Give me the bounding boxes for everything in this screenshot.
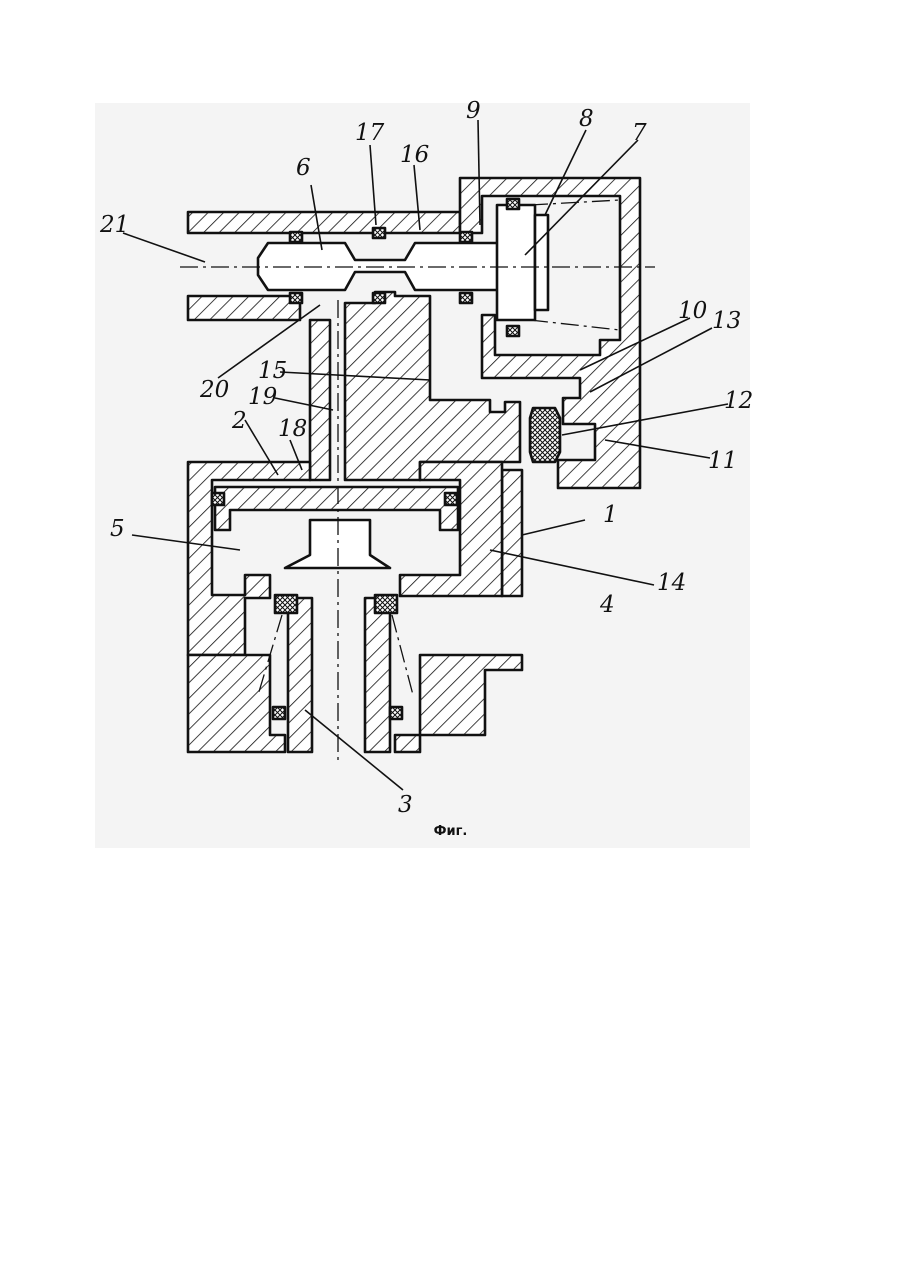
piston-7-face	[535, 215, 548, 310]
part-label-10: 10	[678, 298, 707, 324]
part-label-14: 14	[657, 570, 686, 596]
housing-mid-wall	[188, 296, 300, 320]
seal	[273, 707, 285, 719]
seal	[507, 326, 519, 336]
seal	[290, 232, 302, 242]
part-label-20: 20	[199, 377, 229, 403]
part-label-3: 3	[398, 792, 413, 818]
seal	[460, 232, 472, 242]
part-label-13: 13	[712, 308, 741, 334]
seal	[460, 293, 472, 303]
inlet-pipe	[288, 598, 312, 752]
part-label-17: 17	[355, 120, 385, 146]
inlet-pipe-right	[365, 598, 390, 752]
valve-12	[530, 408, 560, 462]
seal	[445, 493, 457, 505]
part-label-5: 5	[110, 516, 125, 542]
seal	[373, 228, 385, 238]
seal	[390, 707, 402, 719]
part-label-2: 2	[231, 408, 247, 434]
base-block	[188, 655, 285, 752]
seal	[507, 199, 519, 209]
part-label-4: 4	[599, 592, 615, 618]
part-label-12: 12	[724, 388, 753, 414]
part-label-1: 1	[603, 502, 618, 528]
part-label-15: 15	[258, 358, 287, 384]
part-label-19: 19	[248, 384, 277, 410]
part-label-21: 21	[99, 212, 129, 238]
part-label-6: 6	[296, 155, 311, 181]
seal	[375, 595, 397, 613]
seal	[212, 493, 224, 505]
seal	[275, 595, 297, 613]
left-channel-wall	[310, 320, 330, 480]
piston-7	[497, 205, 535, 320]
part-label-8: 8	[579, 106, 594, 132]
part-label-16: 16	[400, 142, 429, 168]
part-label-11: 11	[708, 448, 737, 474]
seal	[290, 293, 302, 303]
part-label-9: 9	[466, 98, 481, 124]
right-channel-wall	[502, 470, 522, 596]
seal	[373, 293, 385, 303]
part-label-18: 18	[278, 416, 307, 442]
figure-caption: Фиг.	[0, 824, 901, 839]
part-label-7: 7	[632, 120, 647, 146]
